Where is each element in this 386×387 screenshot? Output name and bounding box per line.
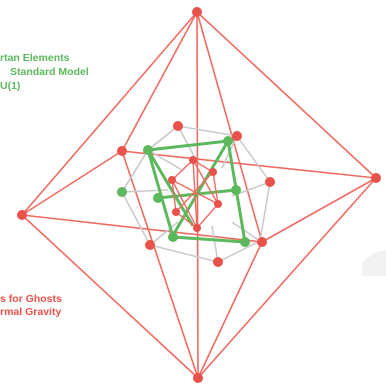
green-vertices <box>117 136 250 247</box>
red-label-line-1: s for Ghosts <box>0 293 62 305</box>
green-label-line-3: U(1) <box>0 80 21 92</box>
green-label-line-2: Standard Model <box>10 66 89 78</box>
green-label-line-1: rtan Elements <box>0 52 70 64</box>
faint-edge-shape <box>362 250 386 276</box>
outer-red-octahedron <box>21 11 377 379</box>
red-vertices <box>17 7 381 383</box>
red-label-line-2: rmal Gravity <box>0 306 62 318</box>
